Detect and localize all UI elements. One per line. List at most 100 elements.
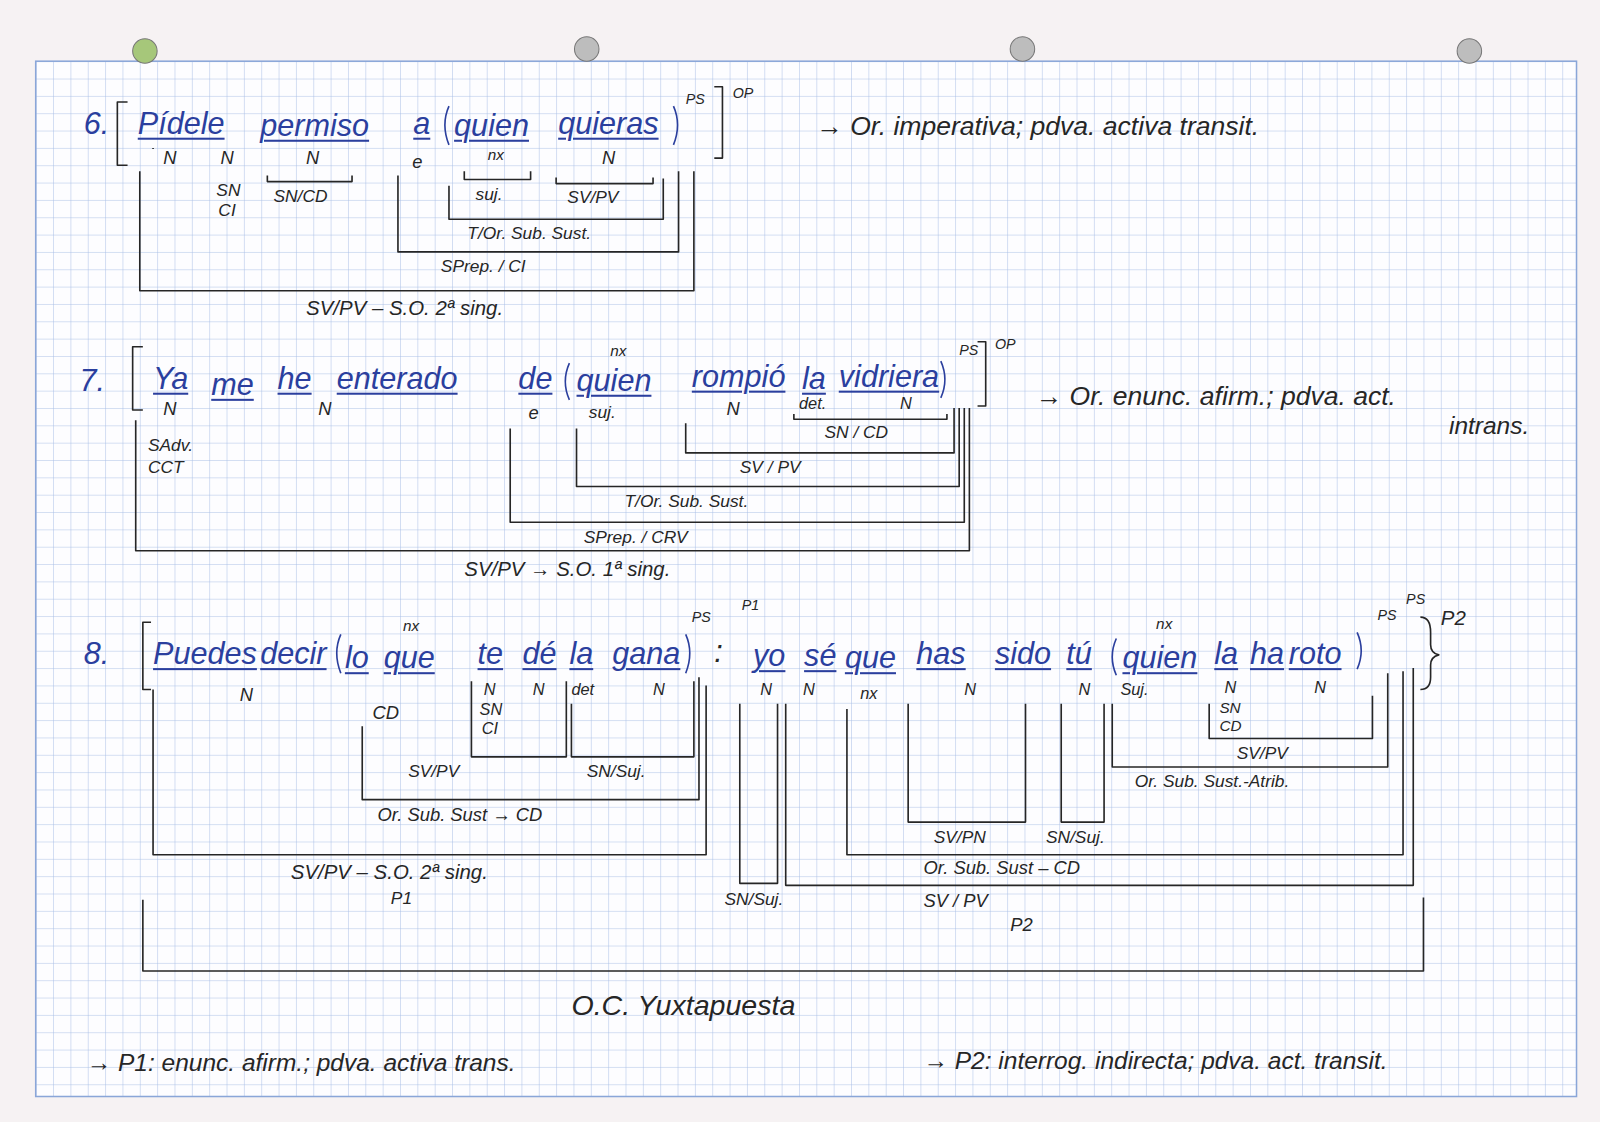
syntax-label: N	[533, 681, 545, 697]
syntax-label: suj.	[589, 404, 616, 421]
item-number: 8.	[84, 639, 110, 670]
syntax-label: SV/PN	[934, 828, 986, 845]
syntax-label: N	[306, 149, 319, 167]
sentence-word: Pídele	[138, 108, 225, 139]
sentence-word: enterado	[337, 363, 458, 394]
syntax-label: SN/CD	[273, 188, 327, 205]
syntax-label: Suj.	[1120, 681, 1148, 697]
syntax-label: SAdv.	[148, 437, 193, 454]
sentence-word: de	[518, 363, 552, 394]
sentence-word: la	[1214, 639, 1238, 670]
clause-mark: OP	[733, 86, 754, 100]
syntax-label: SN/Suj.	[1046, 828, 1105, 845]
syntax-label: CD	[1219, 718, 1241, 733]
sentence-word: yo	[753, 641, 785, 672]
syntax-label: nx	[1156, 616, 1172, 631]
clause-mark: :	[714, 636, 723, 667]
syntax-label: nx	[610, 343, 626, 358]
sentence-word: decir	[260, 639, 326, 670]
sentence-word: sé	[804, 641, 836, 672]
sentence-word: vidriera	[839, 361, 939, 392]
classification-note: → Or. imperativa; pdva. activa transit.	[816, 112, 1259, 139]
sentence-word: gana	[612, 639, 680, 670]
syntax-label: CCT	[148, 459, 184, 476]
sentence-word: Ya	[153, 363, 188, 394]
syntax-label: N	[964, 681, 976, 697]
syntax-label: SPrep. / CI	[441, 258, 526, 275]
syntax-label: nx	[860, 685, 877, 701]
syntax-label: N	[163, 400, 176, 418]
syntax-label: N	[1314, 679, 1326, 695]
syntax-label: SV/PV → S.O. 1ª sing.	[464, 559, 670, 579]
sentence-word: me	[211, 369, 254, 400]
sentence-word: lo	[345, 643, 369, 674]
clause-mark: PS	[1378, 608, 1397, 622]
syntax-label: N	[240, 685, 253, 703]
syntax-label: SN	[216, 182, 240, 199]
classification-note: → P1: enunc. afirm.; pdva. activa trans.	[87, 1051, 516, 1075]
syntax-label: N	[900, 396, 912, 412]
sentence-word: quien	[1122, 643, 1197, 674]
syntax-label: det.	[799, 396, 826, 412]
syntax-label: N	[318, 400, 331, 418]
syntax-label: N	[602, 149, 615, 167]
sentence-word: a	[413, 108, 430, 139]
syntax-label: N	[484, 681, 496, 697]
sentence-word: quieras	[558, 108, 658, 139]
syntax-label: SV/PV	[1237, 745, 1288, 762]
item-number: 7.	[80, 365, 106, 396]
syntax-label: SV/PV	[408, 763, 459, 780]
syntax-label: CI	[218, 202, 235, 219]
clause-mark: P1	[742, 598, 759, 612]
syntax-label: SN/Suj.	[587, 763, 646, 780]
sentence-word: ha	[1250, 639, 1284, 670]
syntax-label: N	[1224, 679, 1236, 695]
syntax-label: suj.	[476, 186, 503, 203]
sentence-word: quien	[577, 365, 652, 396]
sentence-word: que	[384, 643, 435, 674]
syntax-label: N	[220, 149, 233, 167]
sentence-word: que	[845, 643, 896, 674]
syntax-label: SN/Suj.	[724, 890, 783, 907]
syntax-label: P2	[1010, 916, 1032, 934]
syntax-label: N	[760, 681, 772, 697]
sentence-word: rompió	[692, 361, 786, 392]
classification-note: intrans.	[1449, 413, 1529, 437]
syntax-label: SV/PV – S.O. 2ª sing.	[306, 298, 503, 318]
syntax-label: SN / CD	[824, 423, 888, 440]
syntax-label: Or. Sub. Sust – CD	[923, 859, 1080, 877]
sentence-word: la	[802, 363, 826, 394]
syntax-label: CD	[372, 704, 399, 722]
sentence-word: roto	[1289, 639, 1342, 670]
syntax-label: SV / PV	[740, 459, 801, 476]
syntax-label: e	[412, 153, 422, 171]
sentence-word: te	[478, 639, 504, 670]
sentence-word: he	[278, 363, 312, 394]
syntax-label: P1	[391, 889, 412, 906]
syntax-label: N	[1079, 681, 1091, 697]
syntax-label: Or. Sub. Sust.-Atrib.	[1135, 773, 1290, 790]
syntax-label: SN	[1219, 700, 1240, 715]
sentence-word: quien	[454, 110, 529, 141]
syntax-label: SN	[480, 702, 503, 718]
syntax-label: N	[803, 681, 815, 697]
syntax-label: e	[529, 404, 539, 422]
clause-mark: PS	[959, 343, 978, 357]
sentence-word: sido	[995, 639, 1051, 670]
syntax-label: CI	[482, 721, 498, 737]
sentence-word: Puedes	[153, 639, 257, 670]
classification-note: → Or. enunc. afirm.; pdva. act.	[1036, 383, 1396, 410]
syntax-label: P2	[1441, 608, 1466, 628]
sentence-word: la	[569, 639, 593, 670]
syntax-label: SV / PV	[923, 891, 987, 909]
syntax-label: N	[653, 681, 665, 697]
clause-mark: OP	[995, 337, 1016, 351]
classification-note: O.C. Yuxtapuesta	[571, 991, 795, 1020]
sentence-word: has	[916, 639, 965, 670]
syntax-label: Or. Sub. Sust → CD	[378, 806, 543, 824]
syntax-label: nx	[403, 618, 419, 633]
syntax-label: nx	[488, 147, 504, 162]
